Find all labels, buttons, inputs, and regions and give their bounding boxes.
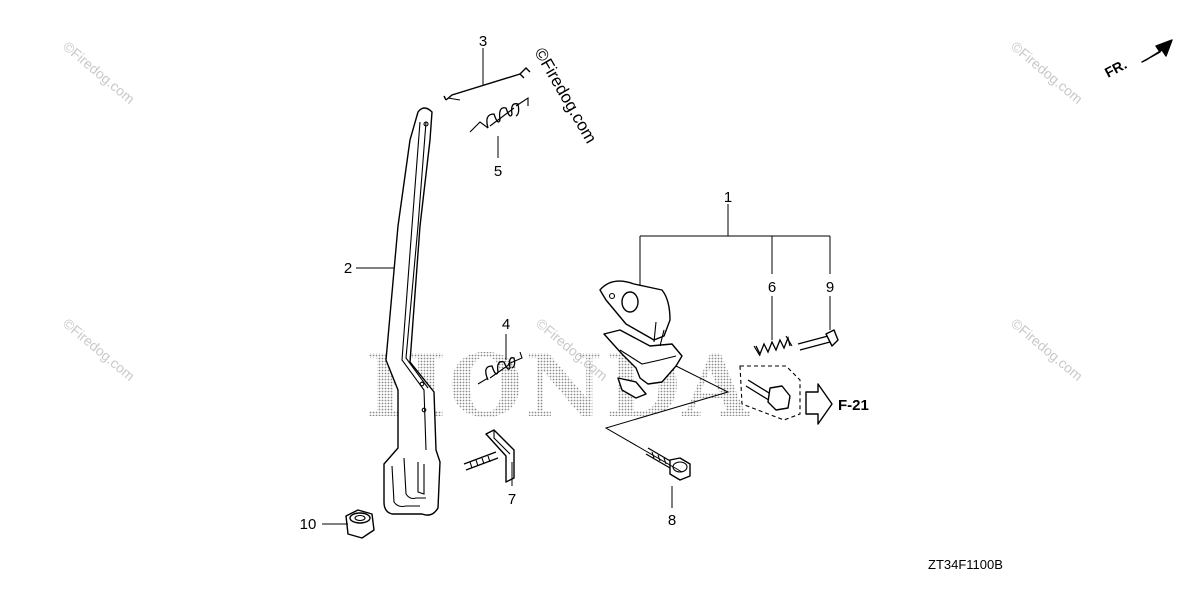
wire-link-part-3	[443, 67, 531, 101]
reference-bolt-group	[739, 365, 833, 425]
spring-part-4	[477, 351, 523, 385]
callouts: 1 2 3 4 5 6 7 8 9 10	[300, 33, 835, 533]
bolt-part-8	[645, 447, 691, 481]
callout-9: 9	[826, 279, 834, 296]
callout-1: 1	[724, 189, 732, 206]
callout-8: 8	[668, 512, 676, 529]
leader-lines	[322, 48, 831, 525]
nut-part-10	[345, 509, 375, 539]
faded-watermark: ©Firedog.com	[1008, 38, 1086, 107]
faded-watermark: ©Firedog.com	[60, 315, 138, 384]
page-reference: F-21	[838, 397, 869, 414]
copyright-watermark: ©Firedog.com	[531, 45, 601, 147]
spring-part-5	[469, 96, 529, 133]
faded-watermark: ©Firedog.com	[1008, 315, 1086, 384]
fr-label: FR.	[1102, 56, 1129, 81]
arrow-icon	[1141, 39, 1173, 63]
callout-2: 2	[344, 260, 352, 277]
callout-7: 7	[508, 491, 516, 508]
control-lever-part-2	[383, 107, 441, 516]
screw-part-9	[797, 329, 839, 351]
reference-arrow-icon	[805, 383, 833, 425]
front-direction-indicator: FR.	[1102, 39, 1173, 81]
callout-3: 3	[479, 33, 487, 50]
bolt-part-7	[463, 429, 515, 483]
lever-assembly-part-1	[599, 280, 683, 399]
callout-10: 10	[300, 516, 317, 533]
callout-5: 5	[494, 163, 502, 180]
faded-watermark: ©Firedog.com	[60, 38, 138, 107]
callout-4: 4	[502, 316, 510, 333]
callout-6: 6	[768, 279, 776, 296]
drawing-code: ZT34F1100B	[928, 557, 1003, 572]
spring-part-6	[753, 335, 793, 357]
